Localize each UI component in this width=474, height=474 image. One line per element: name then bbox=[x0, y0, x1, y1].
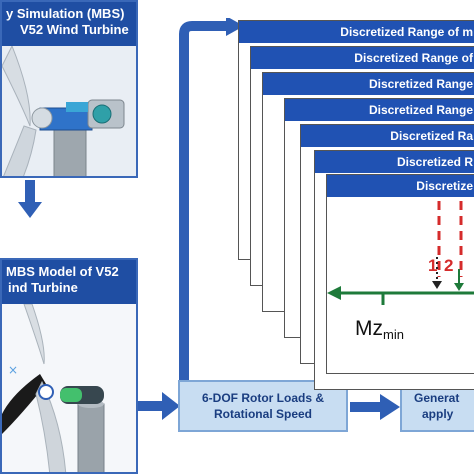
mz-axis-arrowhead bbox=[327, 286, 341, 300]
stack-header-6: Discretized R bbox=[315, 151, 474, 173]
mbs-simulation-header: y Simulation (MBS) V52 Wind Turbine bbox=[2, 2, 136, 46]
mz-label: Mzmin bbox=[355, 317, 404, 342]
generate-line1: Generat bbox=[414, 391, 460, 405]
mz-plot: 1 2 Mzmin bbox=[327, 201, 474, 342]
mbs-model-title-line2: ind Turbine bbox=[8, 280, 78, 295]
mbs-simulation-title-line2: V52 Wind Turbine bbox=[20, 22, 129, 37]
right-arrow-icon-2 bbox=[350, 394, 400, 420]
green-small-arrow-head bbox=[454, 283, 464, 291]
rotor-loads-line2: Rotational Speed bbox=[213, 407, 312, 421]
svg-text:×: × bbox=[8, 363, 18, 377]
mbs-simulation-panel: y Simulation (MBS) V52 Wind Turbine bbox=[0, 0, 138, 178]
label-1: 1 bbox=[428, 256, 437, 275]
feedback-arrow-icon bbox=[179, 18, 244, 382]
mbs-model-panel: MBS Model of V52 ind Turbine × bbox=[0, 258, 138, 474]
dotted-arrow-head bbox=[432, 281, 442, 289]
mz-subscript: min bbox=[383, 327, 404, 342]
rotor-loads-line1: 6-DOF Rotor Loads & bbox=[202, 391, 324, 405]
mbs-simulation-title-line1: y Simulation (MBS) bbox=[6, 6, 125, 21]
stack-header-7: Discretize bbox=[327, 175, 474, 197]
stack-header-2: Discretized Range of bbox=[251, 47, 474, 69]
stack-header-3: Discretized Range bbox=[263, 73, 474, 95]
mbs-model-header: MBS Model of V52 ind Turbine bbox=[2, 260, 136, 304]
generate-line2: apply bbox=[422, 407, 454, 421]
down-arrow-icon bbox=[18, 180, 42, 218]
stack-panel-7: Discretize 1 2 Mzmin bbox=[326, 174, 474, 374]
stack-header-4: Discretized Range bbox=[285, 99, 474, 121]
mbs-model-title-line1: MBS Model of V52 bbox=[6, 264, 119, 279]
right-arrow-icon bbox=[138, 392, 180, 420]
stack-header-1: Discretized Range of m bbox=[239, 21, 474, 43]
label-2: 2 bbox=[444, 256, 453, 275]
stack-header-5: Discretized Ra bbox=[301, 125, 474, 147]
wind-turbine-photo bbox=[2, 46, 136, 176]
wind-turbine-model: × bbox=[2, 304, 136, 472]
